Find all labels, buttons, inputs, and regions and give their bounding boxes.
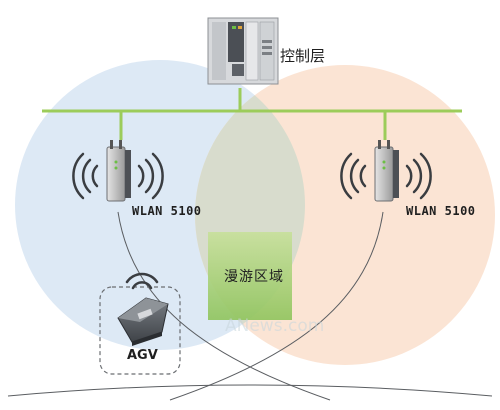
watermark: ANews.com xyxy=(225,316,325,336)
plc-controller-icon xyxy=(207,17,279,85)
roaming-zone xyxy=(208,232,292,320)
network-bus xyxy=(42,88,462,140)
agv-label: AGV xyxy=(127,348,158,363)
roaming-zone-label: 漫游区域 xyxy=(224,269,284,285)
floor-line xyxy=(7,384,493,397)
access-point-left-label: WLAN 5100 xyxy=(132,204,202,218)
control-layer-label: 控制层 xyxy=(280,47,326,65)
wifi-signal-icon xyxy=(72,152,164,200)
agv-path-right xyxy=(169,211,384,401)
wifi-signal-icon xyxy=(125,272,159,290)
agv-box xyxy=(99,286,181,375)
wireless-access-point-icon xyxy=(106,140,131,202)
agv-vehicle-icon xyxy=(117,297,169,346)
agv-path-left xyxy=(117,211,331,401)
wifi-signal-icon xyxy=(340,152,432,200)
wireless-access-point-icon xyxy=(374,140,399,202)
access-point-right-label: WLAN 5100 xyxy=(406,204,476,218)
